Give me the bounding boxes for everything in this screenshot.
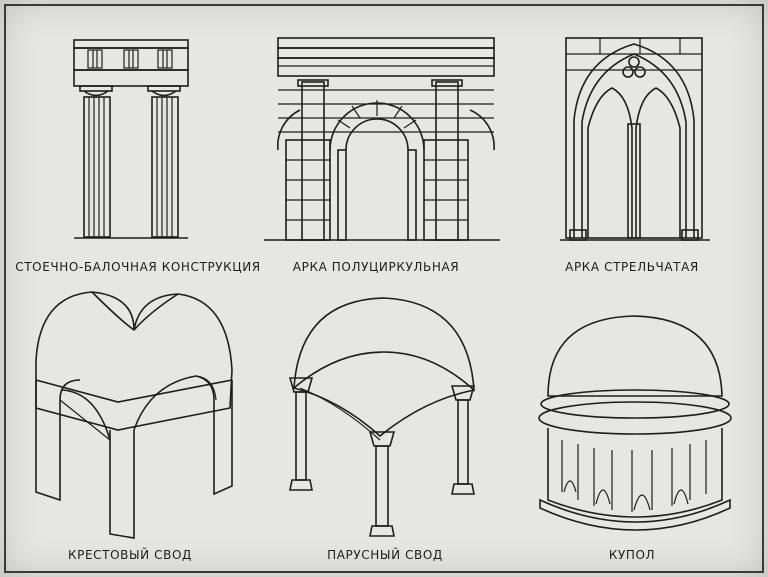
caption-cross-vault: КРЕСТОВЫЙ СВОД — [68, 548, 192, 562]
semicircular-arch-figure — [264, 37, 500, 241]
pointed-arch-figure — [560, 37, 710, 241]
caption-semicircular-arch: АРКА ПОЛУЦИРКУЛЬНАЯ — [292, 260, 460, 274]
caption-dome: КУПОЛ — [608, 548, 656, 562]
dome-figure — [538, 315, 732, 531]
caption-sail-vault: ПАРУСНЫЙ СВОД — [327, 548, 443, 562]
caption-pointed-arch: АРКА СТРЕЛЬЧАТАЯ — [565, 260, 699, 274]
cross-vault-figure — [35, 291, 233, 539]
caption-post-beam: СТОЕЧНО-БАЛОЧНАЯ КОНСТРУКЦИЯ — [15, 260, 261, 274]
post-beam-figure — [73, 39, 189, 239]
sail-vault-figure — [288, 297, 476, 537]
